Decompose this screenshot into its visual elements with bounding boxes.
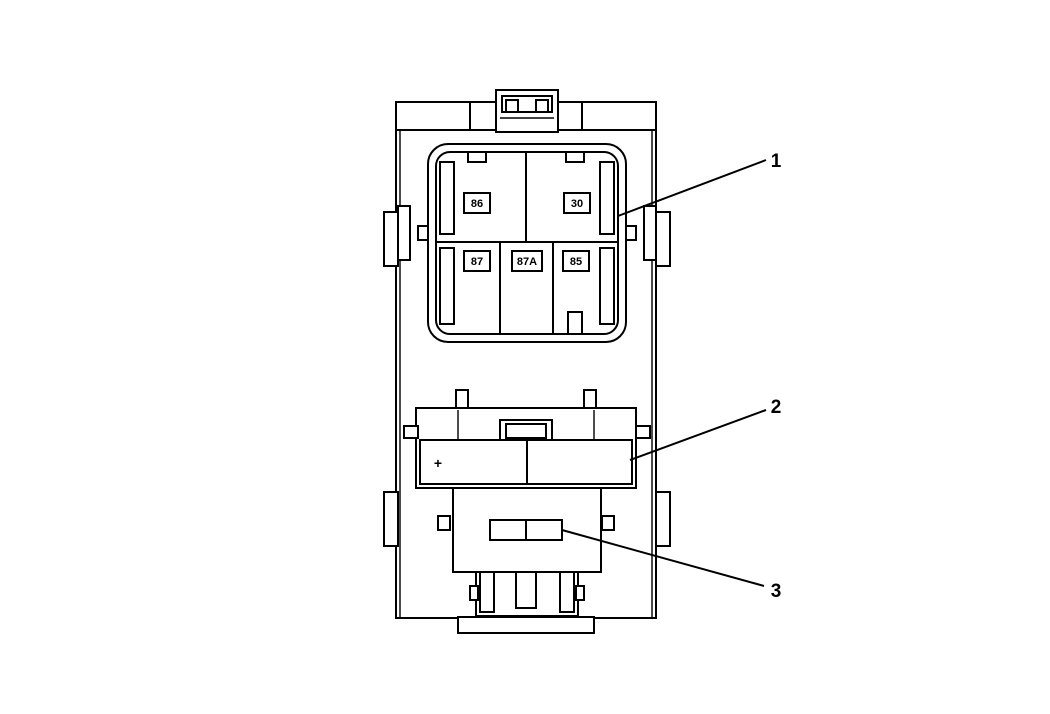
- terminal-30-label: 30: [571, 198, 583, 210]
- callout-3: 3: [771, 581, 782, 602]
- side-mounting-tabs: [383, 205, 671, 547]
- terminal-87: 87: [463, 250, 491, 272]
- leader-line-2: [629, 409, 767, 461]
- callout-leaders: [561, 159, 767, 587]
- terminal-87a-label: 87A: [517, 256, 537, 268]
- leader-line-3: [561, 529, 765, 587]
- top-latch-clip: [495, 89, 559, 133]
- callout-2: 2: [771, 397, 782, 418]
- terminal-87-label: 87: [471, 256, 483, 268]
- callout-1: 1: [771, 151, 782, 172]
- terminal-86-label: 86: [471, 198, 483, 210]
- terminal-85-label: 85: [570, 256, 582, 268]
- terminal-85: 85: [562, 250, 590, 272]
- relay-socket: [417, 143, 637, 343]
- leader-line-1: [617, 159, 767, 217]
- terminal-30: 30: [563, 192, 591, 214]
- diode-holder: +: [403, 389, 651, 489]
- terminal-86: 86: [463, 192, 491, 214]
- polarity-plus-mark: +: [434, 455, 442, 471]
- terminal-87a: 87A: [511, 250, 543, 272]
- lower-connector: [437, 487, 615, 617]
